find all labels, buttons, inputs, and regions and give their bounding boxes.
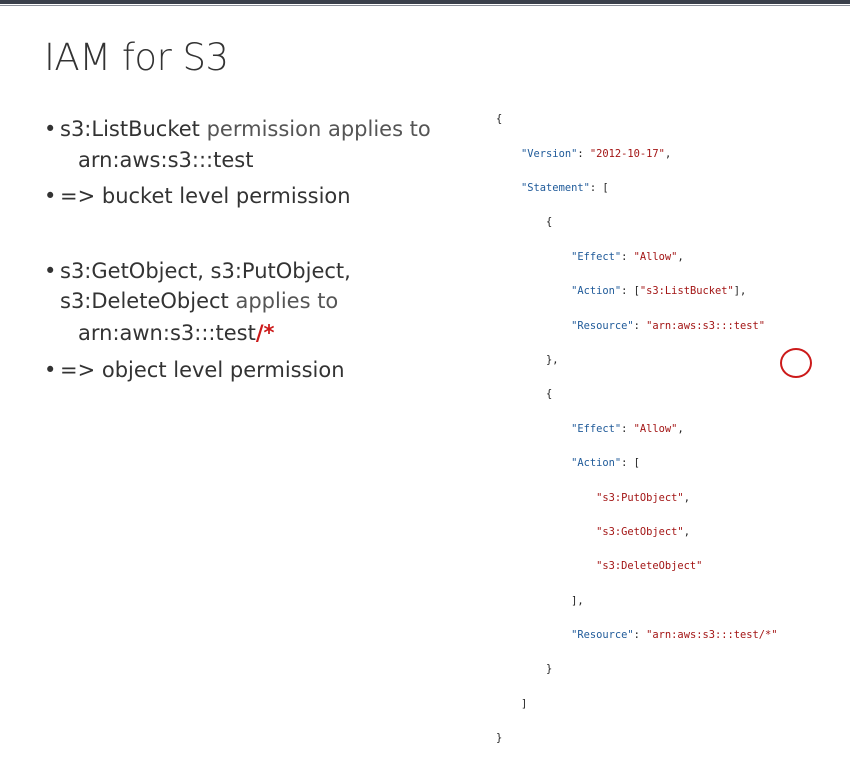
code-line: ], bbox=[571, 594, 584, 607]
bullet-list-bucket-arn: arn:aws:s3:::test bbox=[78, 148, 254, 172]
bullet-dot: • bbox=[44, 358, 57, 382]
bullet-object-arn: arn:awn:s3:::test/* bbox=[78, 319, 274, 347]
bullet-list-bucket: •s3:ListBucket permission applies to bbox=[44, 115, 431, 143]
code-line: { bbox=[546, 216, 553, 229]
bullet-object-actions-line1: s3:GetObject, s3:PutObject, bbox=[60, 259, 351, 283]
code-line: "Resource": "arn:aws:s3:::test" bbox=[571, 319, 766, 332]
code-line: { bbox=[496, 113, 503, 126]
code-line: "s3:DeleteObject" bbox=[596, 560, 703, 573]
bullet-object-arn-text: arn:awn:s3:::test bbox=[78, 321, 256, 345]
bullet-list-bucket-action: s3:ListBucket bbox=[60, 117, 200, 141]
bullet-dot: • bbox=[44, 259, 57, 283]
bullet-dot: • bbox=[44, 117, 57, 141]
top-border bbox=[0, 0, 850, 4]
code-line: "Resource": "arn:aws:s3:::test/*" bbox=[571, 629, 778, 642]
code-line: ] bbox=[521, 697, 528, 710]
bullet-list-bucket-text: permission applies to bbox=[199, 117, 431, 141]
code-line: "Action": ["s3:ListBucket"], bbox=[571, 285, 747, 298]
code-line: "Effect": "Allow", bbox=[571, 250, 684, 263]
bullet-delete-object: s3:DeleteObject bbox=[60, 289, 229, 313]
slide-title: IAM for S3 bbox=[44, 36, 229, 79]
code-line: "Version": "2012-10-17", bbox=[521, 147, 672, 160]
code-line: }, bbox=[546, 353, 559, 366]
bullet-applies-to: applies to bbox=[228, 289, 339, 313]
code-line: } bbox=[546, 663, 553, 676]
code-line: "s3:PutObject", bbox=[596, 491, 690, 504]
bullet-dot: • bbox=[44, 184, 57, 208]
bullet-object-level: •=> object level permission bbox=[44, 356, 345, 384]
bullet-object-level-text: => object level permission bbox=[60, 358, 345, 382]
code-line: "s3:GetObject", bbox=[596, 525, 690, 538]
code-line: { bbox=[546, 388, 553, 401]
code-line: } bbox=[496, 732, 503, 745]
code-line: "Effect": "Allow", bbox=[571, 422, 684, 435]
bullet-object-actions-line2: s3:DeleteObject applies to bbox=[60, 287, 338, 315]
bullet-bucket-level: •=> bucket level permission bbox=[44, 182, 351, 210]
policy-code-block: { "Version": "2012-10-17", "Statement": … bbox=[496, 94, 778, 765]
wildcard-suffix: /* bbox=[255, 321, 275, 345]
top-border-line bbox=[0, 5, 850, 6]
bullet-object-actions: •s3:GetObject, s3:PutObject, bbox=[44, 257, 351, 285]
bullet-bucket-level-text: => bucket level permission bbox=[60, 184, 351, 208]
code-line: "Statement": [ bbox=[521, 181, 609, 194]
highlight-circle bbox=[780, 348, 812, 378]
code-line: "Action": [ bbox=[571, 457, 640, 470]
